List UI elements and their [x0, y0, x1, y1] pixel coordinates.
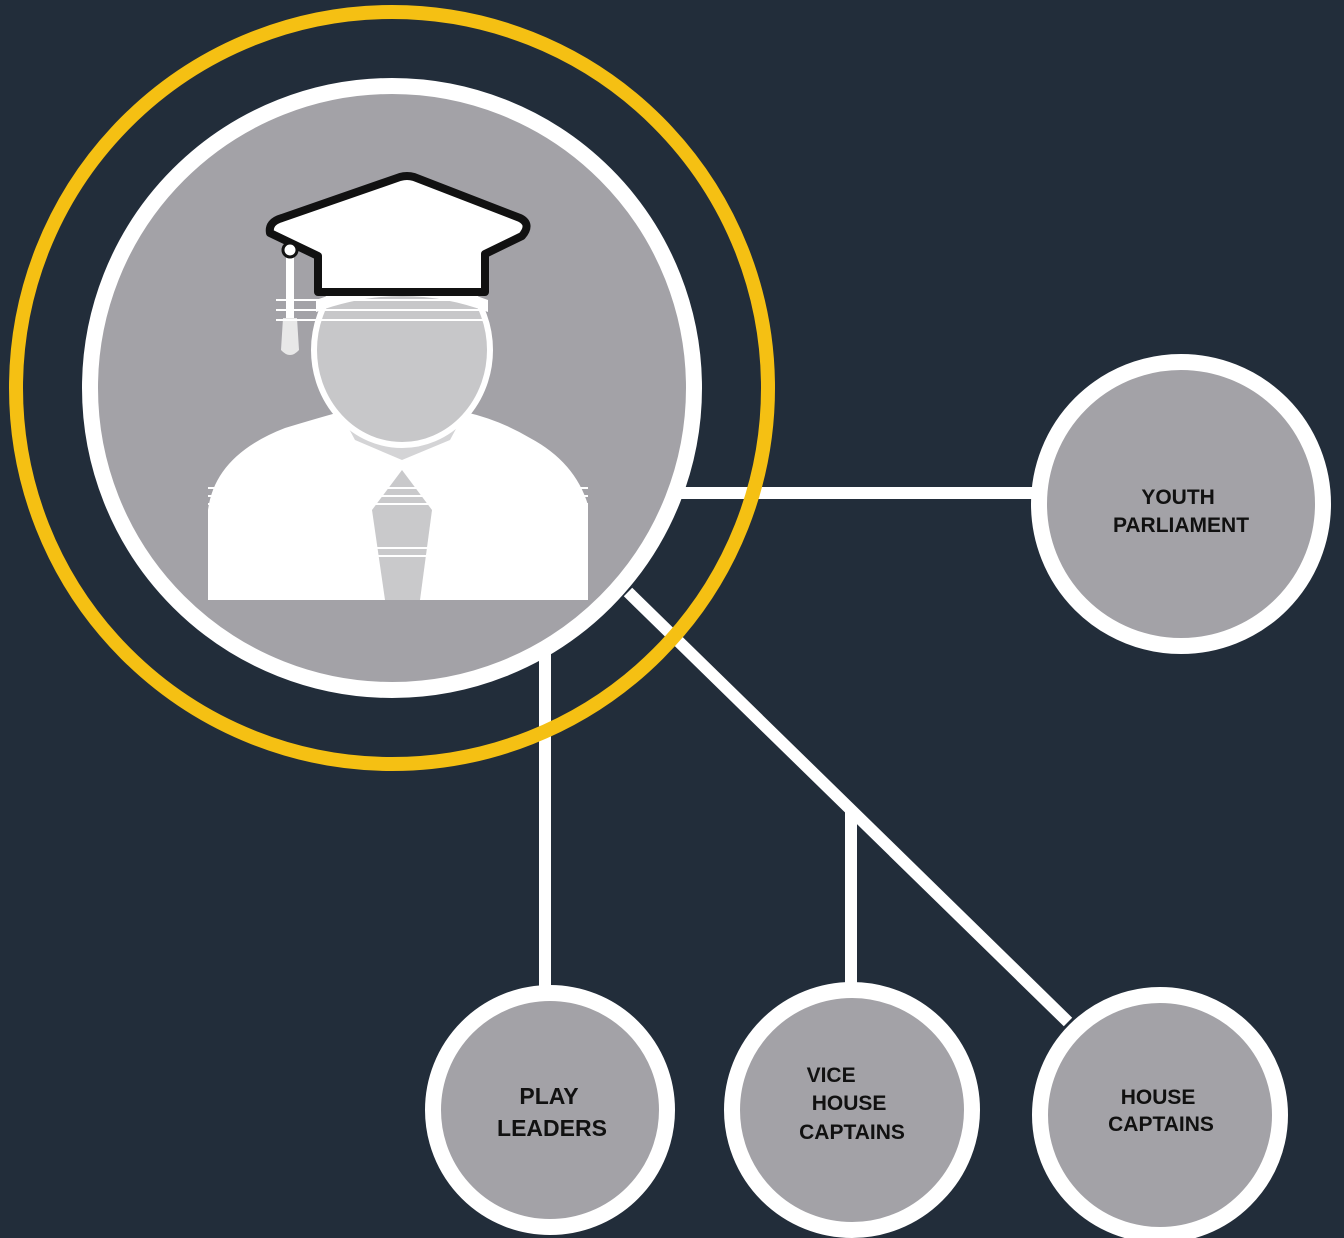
node-house-captains-label: HOUSE CAPTAINS	[1108, 1086, 1214, 1136]
node-play-leaders: PLAY LEADERS	[425, 985, 675, 1235]
node-youth-parliament-label: YOUTH PARLIAMENT	[1113, 486, 1249, 537]
node-vice-house-captains-label: VICE HOUSE CAPTAINS	[799, 1064, 905, 1144]
node-house-captains-circle	[1032, 987, 1288, 1238]
node-youth-parliament-line-2: PARLIAMENT	[1113, 514, 1249, 537]
node-play-leaders-label: PLAY LEADERS	[497, 1083, 607, 1141]
connector-house-captains	[623, 587, 1073, 1027]
node-vice-house-captains-line-2: HOUSE	[812, 1092, 887, 1115]
node-house-captains-line-2: CAPTAINS	[1108, 1113, 1214, 1136]
node-youth-parliament: YOUTH PARLIAMENT	[1031, 354, 1331, 654]
node-play-leaders-circle	[425, 985, 675, 1235]
node-vice-house-captains-line-3: CAPTAINS	[799, 1121, 905, 1144]
connectors	[539, 487, 1073, 1027]
node-vice-house-captains-circle	[724, 982, 980, 1238]
graduate-student-icon	[208, 172, 588, 600]
node-vice-house-captains-line-1: VICE	[807, 1064, 856, 1087]
node-play-leaders-line-2: LEADERS	[497, 1115, 607, 1141]
node-house-captains: HOUSE CAPTAINS	[1032, 987, 1288, 1238]
node-vice-house-captains: VICE HOUSE CAPTAINS	[724, 982, 980, 1238]
node-house-captains-line-1: HOUSE	[1121, 1086, 1196, 1109]
node-youth-parliament-line-1: YOUTH	[1141, 486, 1215, 509]
accent-ring	[9, 5, 775, 771]
node-youth-parliament-circle	[1031, 354, 1331, 654]
central-hub	[9, 5, 775, 771]
node-play-leaders-line-1: PLAY	[519, 1083, 578, 1109]
